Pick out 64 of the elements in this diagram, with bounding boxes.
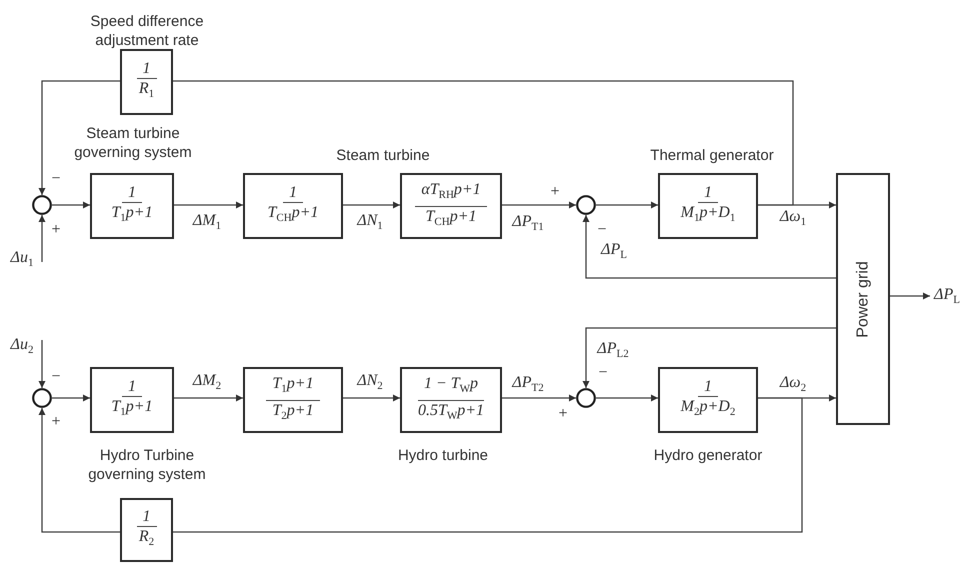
sign-label: − xyxy=(597,222,607,238)
denominator: M$_{2}$p+D$_{2}$ xyxy=(680,397,736,421)
signal-label: ΔP$_{T2}$ xyxy=(512,374,544,394)
numerator: 1 xyxy=(136,507,156,528)
sign-label: + xyxy=(51,414,61,430)
signal-label: ΔP$_{L2}$ xyxy=(597,340,629,360)
block-caption: Thermal generator xyxy=(649,146,775,165)
block-caption: Hydro turbine xyxy=(396,446,490,465)
transfer-function-block xyxy=(658,173,758,239)
transfer-function-block xyxy=(243,173,343,239)
sign-label: − xyxy=(51,171,61,187)
numerator: 1 xyxy=(122,183,142,204)
sign-label: − xyxy=(51,369,61,385)
signal-label: ΔP$_{L}$ xyxy=(601,240,627,262)
signal-label: Δu$_{2}$ xyxy=(10,336,34,356)
denominator: R$_{2}$ xyxy=(138,527,156,551)
summing-junction xyxy=(576,195,596,215)
sign-label: + xyxy=(51,222,61,238)
summing-junction xyxy=(32,388,52,408)
transfer-function-block xyxy=(90,367,174,433)
signal-label: Δu$_{1}$ xyxy=(10,248,34,270)
numerator: 1 xyxy=(698,377,718,398)
numerator: 1 xyxy=(136,59,156,80)
denominator: R$_{1}$ xyxy=(138,79,156,103)
transfer-function-block xyxy=(120,49,173,115)
signal-label: Δω$_{1}$ xyxy=(780,208,806,228)
transfer-function-block xyxy=(90,173,174,239)
denominator: M$_{1}$p+D$_{1}$ xyxy=(680,203,736,227)
transfer-function-block xyxy=(243,367,343,433)
numerator: αT$_{RH}$p+1 xyxy=(415,180,487,206)
denominator: T$_{1}$p+1 xyxy=(110,203,154,227)
numerator: T$_{1}$p+1 xyxy=(266,374,320,400)
sign-label: + xyxy=(558,406,568,422)
numerator: 1 xyxy=(698,183,718,204)
denominator: T$_{CH}$p+1 xyxy=(424,206,478,230)
block-caption: Steam turbine xyxy=(335,146,431,165)
signal-label: ΔP$_{T1}$ xyxy=(512,212,544,234)
signal-label: ΔN$_{2}$ xyxy=(357,372,383,392)
signal-label: ΔM$_{2}$ xyxy=(192,372,222,392)
summing-junction xyxy=(32,195,52,215)
signal-label: ΔN$_{1}$ xyxy=(357,212,383,232)
block-caption: Speed difference adjustment rate xyxy=(89,12,205,50)
sign-label: − xyxy=(598,365,608,381)
numerator: 1 xyxy=(122,377,142,398)
signal-label: Δω$_{2}$ xyxy=(780,374,806,394)
numerator: 1 xyxy=(283,183,303,204)
block-caption: Hydro Turbine governing system xyxy=(87,446,207,484)
transfer-function-block xyxy=(400,173,502,239)
block-label: Power grid xyxy=(854,260,872,338)
signal-label: ΔP$_{L}$ xyxy=(934,286,960,306)
block-caption: Steam turbine governing system xyxy=(73,124,193,162)
denominator: T$_{2}$p+1 xyxy=(271,400,315,424)
transfer-function-block xyxy=(400,367,502,433)
denominator: T$_{1}$p+1 xyxy=(110,397,154,421)
denominator: T$_{CH}$p+1 xyxy=(266,203,320,227)
transfer-function-block xyxy=(120,498,173,562)
summing-junction xyxy=(576,388,596,408)
sign-label: + xyxy=(550,184,560,200)
numerator: 1 − T$_{W}$p xyxy=(418,374,484,400)
transfer-function-block xyxy=(658,367,758,433)
block-caption: Hydro generator xyxy=(652,446,764,465)
block-box xyxy=(836,173,890,425)
denominator: 0.5T$_{W}$p+1 xyxy=(416,400,486,424)
signal-label: ΔM$_{1}$ xyxy=(192,212,222,232)
